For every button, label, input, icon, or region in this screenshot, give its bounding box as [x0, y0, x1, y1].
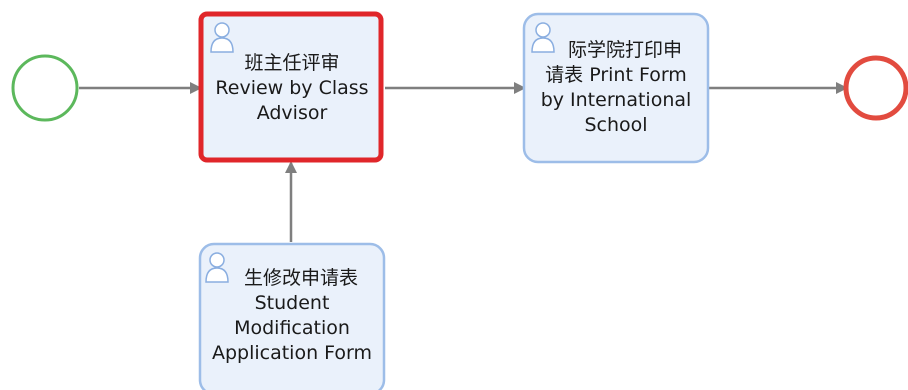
- start-event[interactable]: [11, 54, 79, 122]
- user-icon: [210, 22, 234, 53]
- task-print-form-by-international-school[interactable]: [522, 12, 710, 164]
- task-student-modification-application-form[interactable]: [198, 242, 386, 390]
- task-review-by-class-advisor[interactable]: [198, 11, 384, 163]
- end-event[interactable]: [843, 55, 908, 121]
- user-icon: [531, 22, 555, 53]
- user-icon: [205, 252, 229, 283]
